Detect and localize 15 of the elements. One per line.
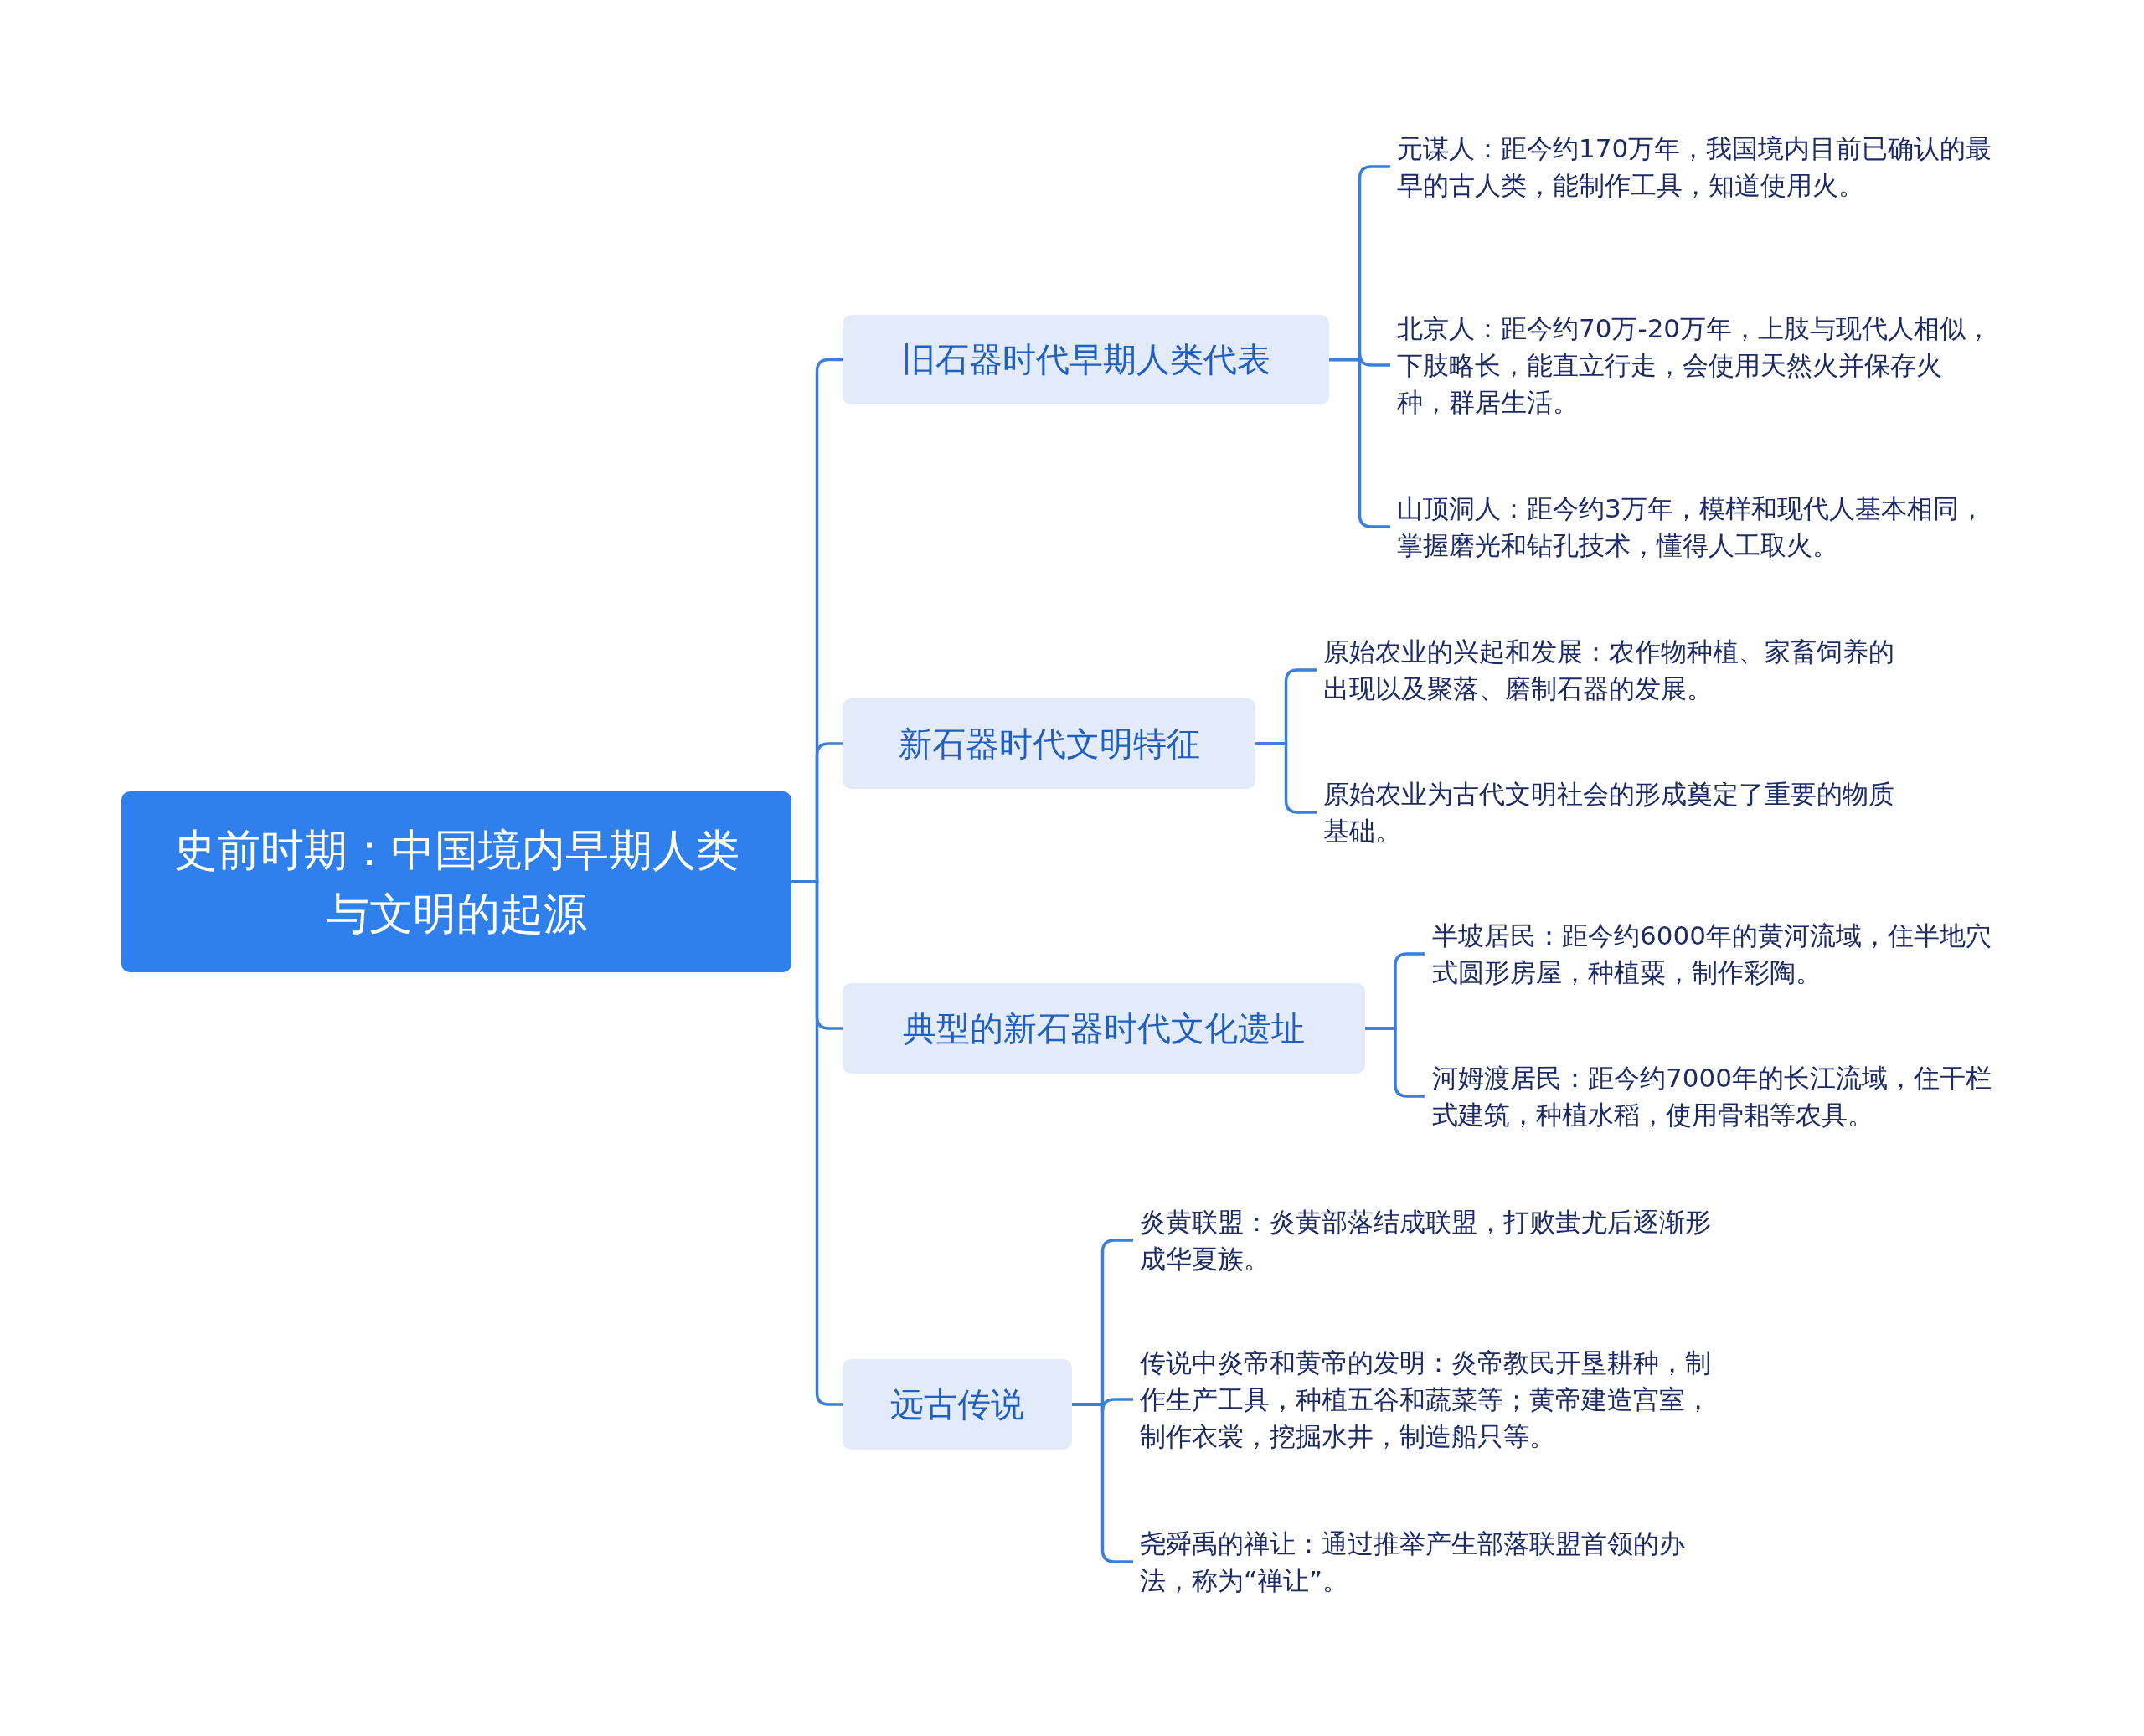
topic-box: 典型的新石器时代文化遗址 [843,983,1365,1074]
central-topic-box: 史前时期：中国境内早期人类与文明的起源 [121,791,791,972]
topic-text: 半坡居民：距今约6000年的黄河流域，住半地穴式圆形房屋，种植粟，制作彩陶。 [1425,917,2003,991]
topic-text: 炎黄联盟：炎黄部落结成联盟，打败蚩尤后逐渐形成华夏族。 [1133,1203,1719,1277]
topic-text: 元谋人：距今约170万年，我国境内目前已确认的最早的古人类，能制作工具，知道使用火。 [1390,130,1993,203]
topic-text: 传说中炎帝和黄帝的发明：炎帝教民开垦耕种，制作生产工具，种植五谷和蔬菜等；黄帝建造宫室，制作衣裳，挖掘水井，制造船只等。 [1133,1344,1719,1455]
topic-text: 山顶洞人：距今约3万年，模样和现代人基本相同，掌握磨光和钻孔技术，懂得人工取火。 [1390,490,1993,564]
topic-box: 新石器时代文明特征 [843,698,1255,789]
topic-text: 原始农业的兴起和发展：农作物种植、家畜饲养的出现以及聚落、磨制石器的发展。 [1317,633,1920,707]
topic-text: 原始农业为古代文明社会的形成奠定了重要的物质基础。 [1317,775,1920,849]
topic-text: 河姆渡居民：距今约7000年的长江流域，住干栏式建筑，种植水稻，使用骨耜等农具。 [1425,1059,2003,1133]
topic-box: 远古传说 [843,1359,1072,1450]
topic-box: 旧石器时代早期人类代表 [843,315,1329,404]
topic-text: 北京人：距今约70万-20万年，上肢与现代人相似，下肢略长，能直立行走，会使用天然火并保存火种，群居生活。 [1390,310,1993,420]
topic-text: 尧舜禹的禅让：通过推举产生部落联盟首领的办法，称为“禅让”。 [1133,1525,1719,1599]
